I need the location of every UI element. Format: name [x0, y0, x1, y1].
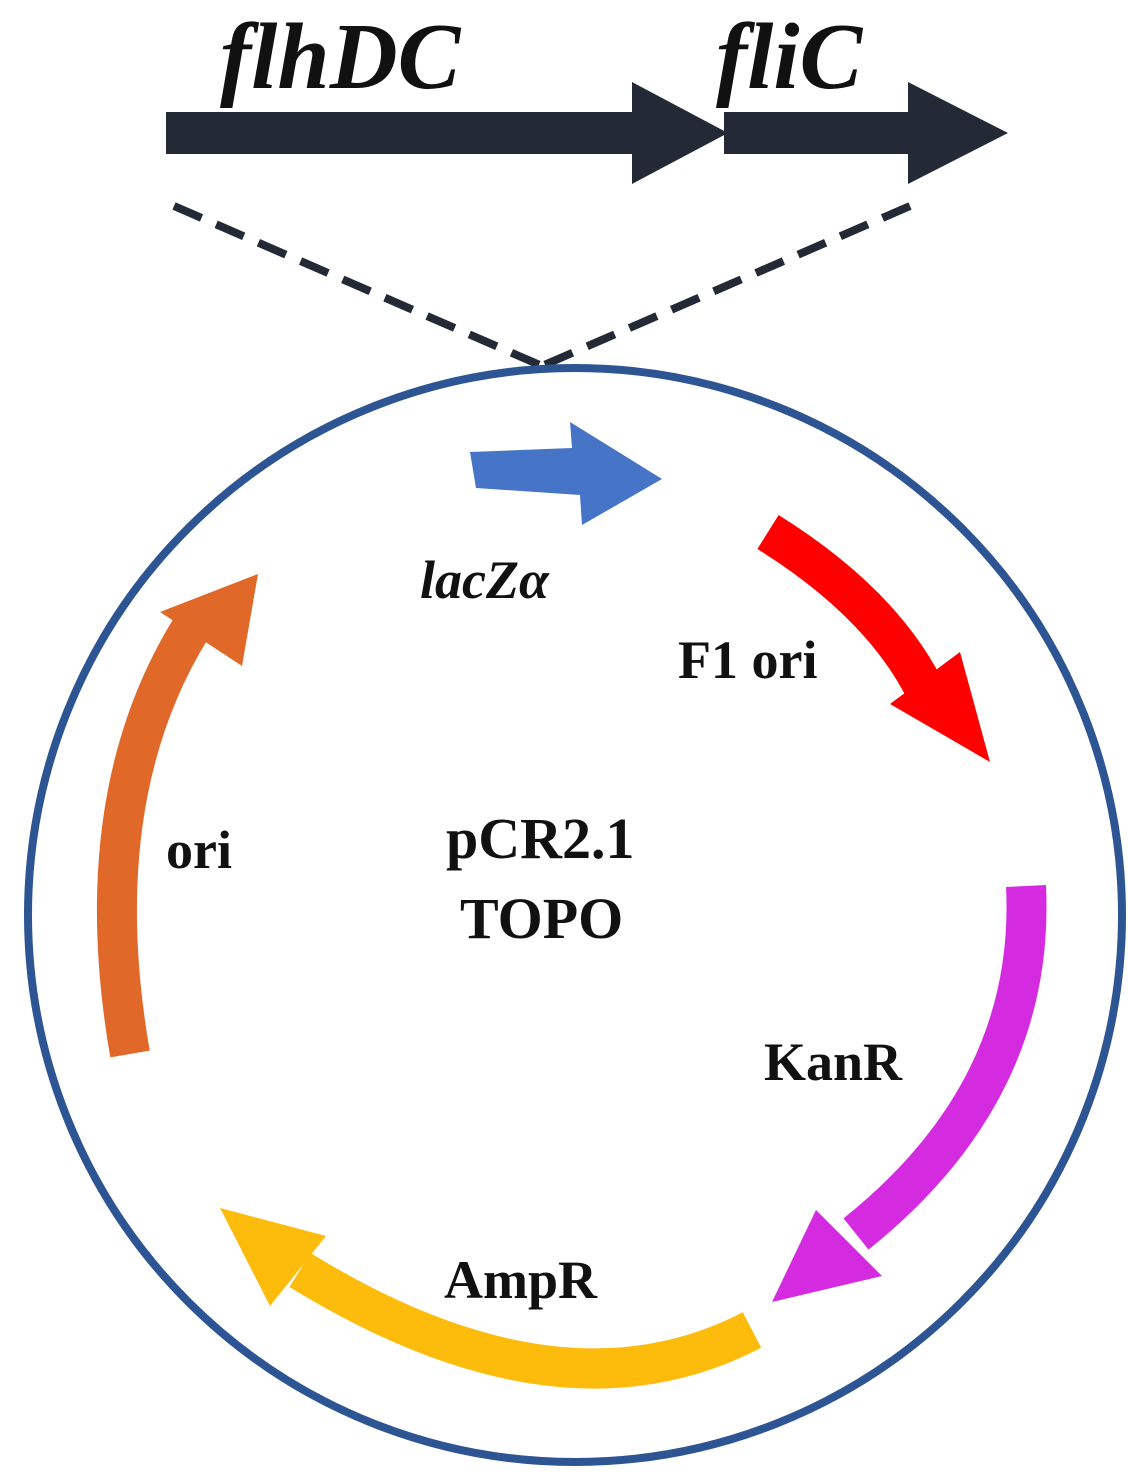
- flic-gene-label: fliC: [716, 5, 864, 109]
- ampr-arrow: [220, 1208, 762, 1389]
- ori-label: ori: [166, 820, 232, 880]
- ampr-label: AmpR: [444, 1250, 598, 1310]
- ori-arrow: [96, 574, 258, 1058]
- f1-ori-arrow: [757, 515, 990, 762]
- flic-gene-arrow: [724, 82, 1008, 184]
- lacz-alpha-arrow: [470, 422, 662, 525]
- lacz-alpha-label: lacZα: [420, 550, 550, 610]
- insertion-line-left: [172, 202, 544, 370]
- plasmid-name-line2: TOPO: [460, 886, 623, 951]
- insert-genes: flhDC fliC: [166, 5, 1008, 184]
- kanr-arrow: [772, 885, 1047, 1302]
- plasmid-backbone: [24, 364, 1126, 1466]
- insertion-lines: [172, 202, 912, 370]
- kanr-label: KanR: [764, 1032, 903, 1092]
- insertion-line-right: [540, 202, 912, 370]
- flhdc-gene-label: flhDC: [220, 5, 462, 109]
- f1-ori-label: F1 ori: [678, 630, 817, 690]
- flhdc-gene-arrow: [166, 82, 728, 184]
- plasmid-name-line1: pCR2.1: [446, 806, 635, 871]
